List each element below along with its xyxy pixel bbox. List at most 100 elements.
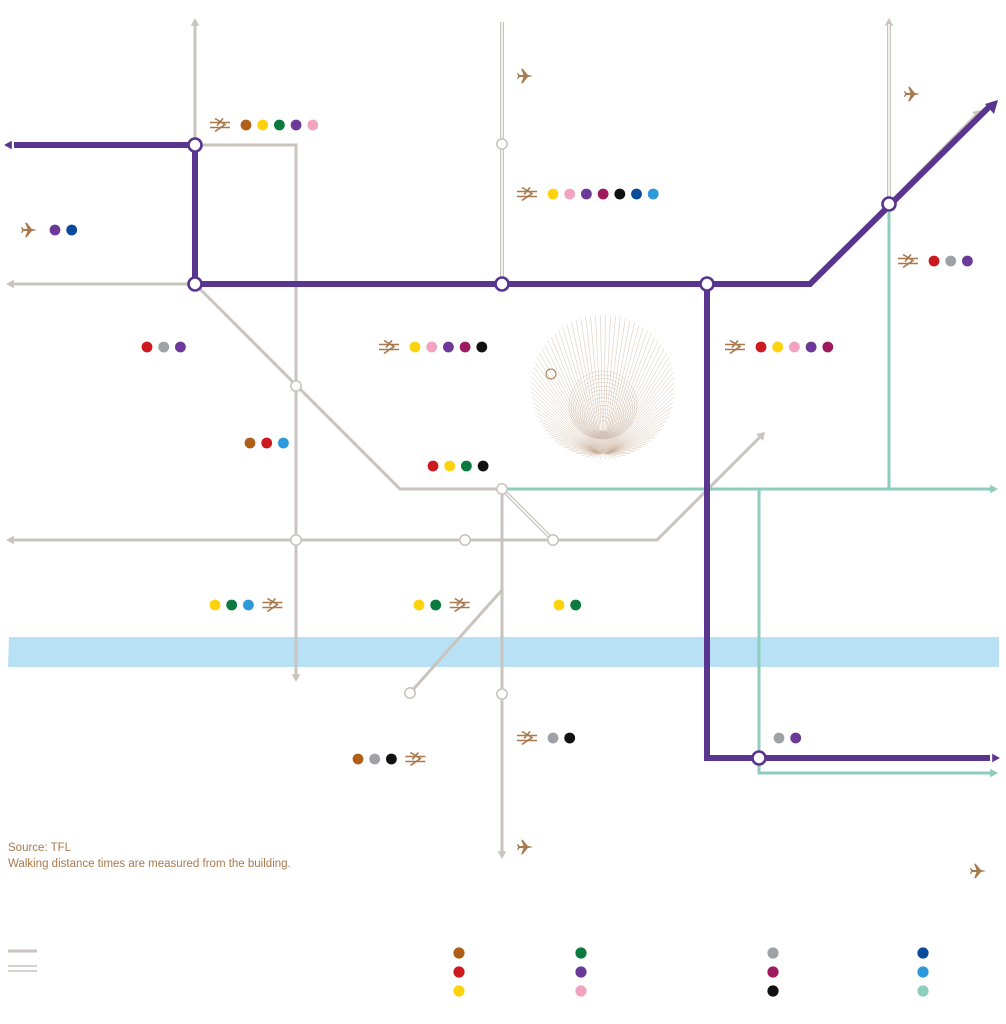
emblem-ray xyxy=(571,451,601,454)
line-dot-pink xyxy=(789,341,800,353)
legend-dot-black xyxy=(767,985,779,997)
line-dot-pink xyxy=(307,119,319,131)
elizabeth-arrow-icon xyxy=(985,100,998,114)
station-icon xyxy=(495,482,508,495)
line-dot-red xyxy=(928,255,940,267)
station-markers xyxy=(187,137,897,766)
line-dot-yellow xyxy=(409,341,421,353)
emblem-ray xyxy=(605,449,640,454)
line-dot-red xyxy=(261,437,273,449)
legend-dot-green xyxy=(575,947,587,959)
legend-dot-navy xyxy=(917,947,929,959)
emblem-dot xyxy=(545,368,557,380)
station-group-south-central-station xyxy=(413,597,471,613)
emblem-ray xyxy=(532,401,598,454)
emblem-ray xyxy=(544,344,599,454)
station-group-ne-station xyxy=(897,253,973,269)
airplane-icon xyxy=(20,222,38,238)
emblem-ray xyxy=(531,396,598,454)
emblem-ring xyxy=(593,412,613,433)
emblem-ring xyxy=(597,420,609,432)
line-dot-purple xyxy=(49,224,61,236)
line-dot-blue xyxy=(243,599,254,611)
station-group-east-station xyxy=(724,339,834,355)
line-dot-blue xyxy=(278,437,289,449)
line-dot-black xyxy=(386,753,397,765)
station-icon xyxy=(495,687,508,700)
station-icon xyxy=(546,533,559,546)
emblem-ray xyxy=(531,381,598,454)
emblem-ray xyxy=(537,357,598,454)
emblem-ray xyxy=(541,424,599,454)
line-dot-yellow xyxy=(209,599,221,611)
legend-dot-brown xyxy=(453,947,465,959)
overground-tracks xyxy=(502,204,998,778)
emblem-ray xyxy=(558,443,600,454)
line-dot-purple xyxy=(581,188,592,200)
line-dot-green xyxy=(226,599,238,611)
emblem-ray xyxy=(607,344,662,454)
line-dot-red xyxy=(427,460,439,472)
track-arrow-icon xyxy=(6,279,14,289)
emblem-ray xyxy=(600,453,604,460)
line-dot-navy xyxy=(66,224,78,236)
emblem-ray xyxy=(606,443,648,454)
line-dot-black xyxy=(614,188,626,200)
emblem-ray xyxy=(532,371,598,454)
emblem-ray xyxy=(607,436,655,454)
legend-dot-grey xyxy=(767,947,779,959)
line-dot-brown xyxy=(240,119,252,131)
interchange-station-icon xyxy=(187,276,203,292)
line-dot-yellow xyxy=(413,599,425,611)
national-rail-icon xyxy=(209,117,231,133)
emblem-ray xyxy=(608,401,674,454)
line-dot-grey xyxy=(158,341,170,353)
elizabeth-arrow-icon xyxy=(4,140,12,150)
emblem-ray xyxy=(607,340,659,454)
emblem-ray xyxy=(605,453,630,454)
line-dot-grey xyxy=(945,255,957,267)
interchange-station-icon xyxy=(751,750,767,766)
national-rail-icon xyxy=(516,186,538,202)
emblem-ray xyxy=(535,362,598,454)
station-group-south-east-interchange xyxy=(773,732,802,744)
emblem-ray xyxy=(535,411,598,454)
emblem-ring xyxy=(579,389,627,437)
legend-dot-magenta xyxy=(767,966,779,978)
building-emblem-icon xyxy=(530,315,676,460)
emblem-ray xyxy=(595,453,603,459)
emblem-ring xyxy=(584,397,622,435)
airplane-icon xyxy=(903,86,921,102)
emblem-ray xyxy=(607,420,667,454)
emblem-ray xyxy=(585,453,602,458)
legend-dot-purple xyxy=(575,966,587,978)
line-dot-yellow xyxy=(257,119,269,131)
grey-track xyxy=(195,143,298,678)
emblem-ray xyxy=(531,391,598,454)
line-dot-red xyxy=(755,341,767,353)
emblem-ray xyxy=(604,453,621,458)
emblem-ray xyxy=(608,376,675,454)
interchange-station-icon xyxy=(699,276,715,292)
double-track-gap xyxy=(501,488,554,541)
line-dot-grey xyxy=(773,732,785,744)
line-dot-yellow xyxy=(547,188,559,200)
emblem-ray xyxy=(600,315,604,454)
station-group-far-south-west-station xyxy=(352,751,427,767)
emblem-ray xyxy=(576,453,601,454)
line-dot-purple xyxy=(290,119,302,131)
emblem-ray xyxy=(606,336,656,454)
emblem-ray xyxy=(580,453,602,456)
emblem-ray xyxy=(608,362,671,454)
emblem-ray xyxy=(562,446,600,454)
grey-track xyxy=(408,589,504,694)
station-group-mid-central-station xyxy=(427,460,489,472)
national-rail-icon xyxy=(897,253,919,269)
emblem-ray xyxy=(554,440,600,454)
emblem-ray xyxy=(608,386,676,454)
track-arrow-icon xyxy=(190,18,200,26)
emblem-ray xyxy=(608,411,671,454)
station-group-west-station xyxy=(141,341,186,353)
emblem-ray xyxy=(544,429,599,454)
